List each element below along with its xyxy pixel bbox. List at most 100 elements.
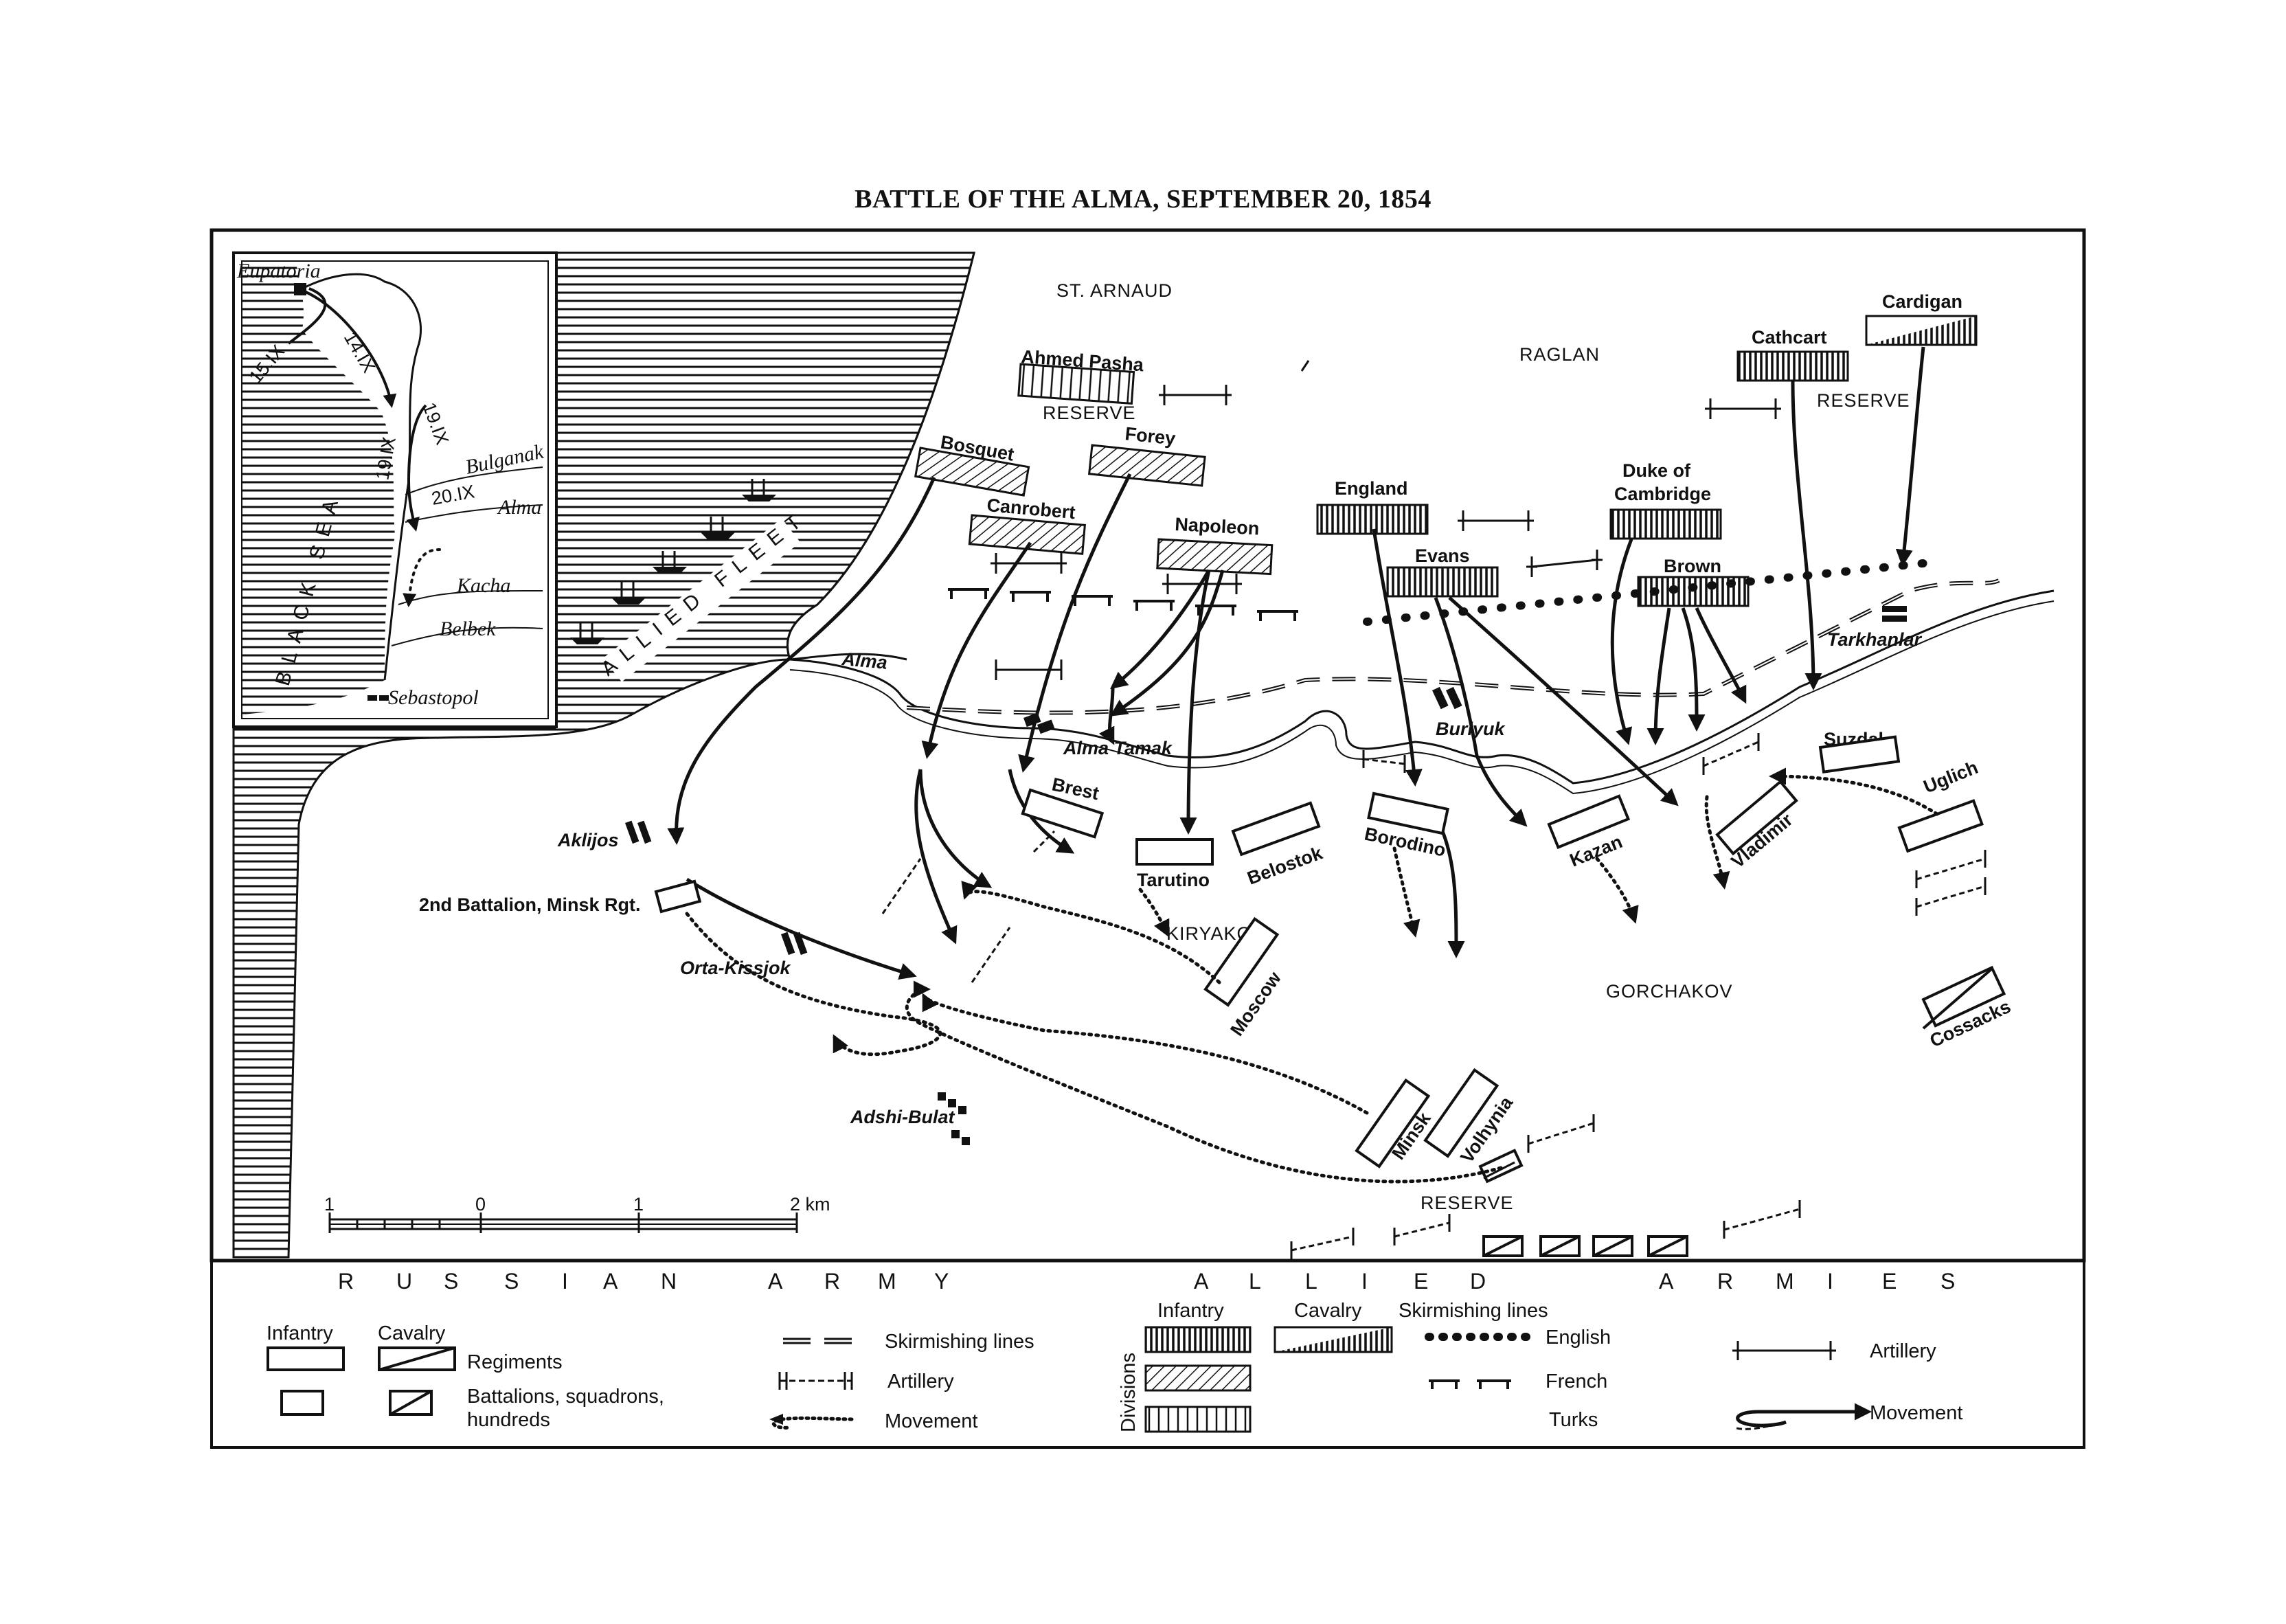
- band-letter: Y: [934, 1269, 949, 1294]
- division-england: England: [1316, 478, 1429, 535]
- division-evans: Evans: [1386, 545, 1499, 598]
- band-letter: E: [1882, 1269, 1897, 1294]
- unit-minsk: Minsk: [1355, 1078, 1435, 1169]
- allied-movements: [667, 346, 1925, 980]
- unit-label: Uglich: [1921, 757, 1981, 798]
- band-letter: S: [504, 1269, 519, 1294]
- alma-river-label: Alma: [840, 649, 887, 673]
- unit-suzdal: Suzdal: [1818, 729, 1901, 774]
- band-letter: A: [1194, 1269, 1209, 1294]
- band-letter: I: [562, 1269, 568, 1294]
- unit-uglich: Uglich: [1897, 757, 1984, 853]
- legend-cavalry-label: Cavalry: [1294, 1300, 1362, 1322]
- division-label: Brown: [1664, 556, 1721, 576]
- english-skirmish-line: [1363, 559, 1927, 626]
- scale-tick-label: 1: [324, 1194, 335, 1215]
- band-letter: A: [768, 1269, 783, 1294]
- legend-battalions-line1: Battalions, squadrons,: [467, 1386, 664, 1408]
- band-letter: A: [603, 1269, 618, 1294]
- division-bosquet: Bosquet: [914, 431, 1030, 497]
- unit-label: RESERVE: [1421, 1193, 1514, 1213]
- unit-label: 2nd Battalion, Minsk Rgt.: [419, 894, 641, 915]
- band-letter: R: [338, 1269, 354, 1294]
- inset-route-arrow: [305, 291, 397, 408]
- page-mark: [1300, 360, 1310, 372]
- unit-cossacks: Cossacks: [1921, 965, 2014, 1051]
- legend-movement: Movement: [1870, 1402, 1962, 1424]
- legend-divisions-label: Divisions: [1118, 1353, 1140, 1432]
- russian-movements: [685, 767, 1939, 1184]
- inset-kacha: Kacha: [456, 574, 510, 597]
- cavalry-squadrons-row: [1482, 1235, 1688, 1257]
- band-letter: S: [1940, 1269, 1955, 1294]
- division-duke-of-cambridge: Duke of Cambridge: [1609, 460, 1722, 540]
- division-label-line2: Cambridge: [1614, 484, 1711, 504]
- division-brown: Brown: [1637, 556, 1750, 607]
- division-forey: Forey: [1087, 423, 1206, 487]
- commander-raglan: RAGLAN: [1519, 344, 1600, 365]
- unit-tarutino: Tarutino: [1135, 838, 1214, 890]
- commander-st-arnaud: ST. ARNAUD: [1056, 280, 1173, 301]
- band-letter: I: [1361, 1269, 1368, 1294]
- unit-vladimir: Vladimir: [1715, 780, 1798, 872]
- alma-river: [789, 589, 2055, 785]
- place-alma-tamak: Alma Tamak: [1063, 738, 1173, 758]
- band-letter: D: [1470, 1269, 1486, 1294]
- russian-artillery-ticks: [1290, 733, 1987, 1259]
- legend-russian: Infantry Cavalry Regiments Battalions, s…: [267, 1322, 1034, 1432]
- legend-turks: Turks: [1549, 1409, 1598, 1431]
- division-label: Evans: [1415, 545, 1470, 566]
- legend-infantry-label: Infantry: [267, 1322, 333, 1344]
- band-letter: S: [444, 1269, 458, 1294]
- unit-brest: Brest: [1021, 774, 1105, 839]
- division-cardigan: Cardigan: [1865, 291, 1978, 346]
- division-label: Napoleon: [1175, 514, 1260, 539]
- allied-armies-band: A L L I E D A R M I E S: [1194, 1269, 1955, 1294]
- legend-allied: Divisions Infantry Cavalry Skirmishing l…: [1118, 1300, 1962, 1433]
- place-tarkhanlar: Tarkhanlar: [1827, 629, 1923, 650]
- inset-alma: Alma: [497, 496, 541, 519]
- ship-icon: [742, 479, 776, 501]
- inset-eupatoria: Eupatoria: [236, 260, 321, 282]
- band-letter: I: [1827, 1269, 1833, 1294]
- division-label-line1: Duke of: [1622, 460, 1691, 481]
- scale-bar: 1 0 1 2 km: [324, 1194, 830, 1233]
- legend-skirmishing-label: Skirmishing lines: [1399, 1300, 1548, 1322]
- scale-tick-label: 1: [633, 1194, 644, 1215]
- band-letter: M: [878, 1269, 896, 1294]
- inset-belbek: Belbek: [440, 618, 496, 640]
- russian-army-band: R U S S I A N A R M Y: [338, 1269, 949, 1294]
- band-letter: L: [1249, 1269, 1261, 1294]
- band-letter: M: [1776, 1269, 1794, 1294]
- place-orta-kissjok: Orta-Kissjok: [680, 958, 792, 978]
- legend-infantry-label: Infantry: [1157, 1300, 1224, 1322]
- legend-french: French: [1546, 1371, 1607, 1392]
- scale-tick-label: 2 km: [790, 1194, 830, 1215]
- french-skirmish-line: [948, 588, 1298, 613]
- band-letter: L: [1305, 1269, 1317, 1294]
- unit-kazan: Kazan: [1547, 794, 1631, 871]
- legend-skirmishing: Skirmishing lines: [885, 1331, 1034, 1353]
- reserve-french-label: RESERVE: [1043, 403, 1136, 423]
- band-letter: R: [1717, 1269, 1733, 1294]
- band-letter: A: [1659, 1269, 1674, 1294]
- band-letter: U: [396, 1269, 412, 1294]
- division-napoleon: Napoleon: [1156, 514, 1274, 576]
- reserve-british-label: RESERVE: [1817, 390, 1910, 411]
- unit-volhynia: Volhynia: [1423, 1068, 1517, 1166]
- russian-artillery: [881, 741, 1986, 1252]
- place-aklijos: Aklijos: [557, 830, 619, 850]
- legend-frame: [210, 1259, 2085, 1449]
- legend-artillery: Artillery: [887, 1371, 954, 1392]
- unit-borodino: Borodino: [1363, 791, 1449, 861]
- division-label: Cathcart: [1752, 327, 1827, 348]
- ship-icon: [570, 622, 604, 644]
- scale-tick-label: 0: [475, 1194, 486, 1215]
- division-label: Forey: [1124, 423, 1176, 449]
- ship-icon: [701, 517, 735, 539]
- village-markers: [625, 606, 1907, 1145]
- inset-map: Eupatoria Bulganak Alma Kacha Belbek Seb…: [232, 251, 558, 728]
- legend-movement: Movement: [885, 1410, 977, 1432]
- legend-english: English: [1546, 1327, 1611, 1349]
